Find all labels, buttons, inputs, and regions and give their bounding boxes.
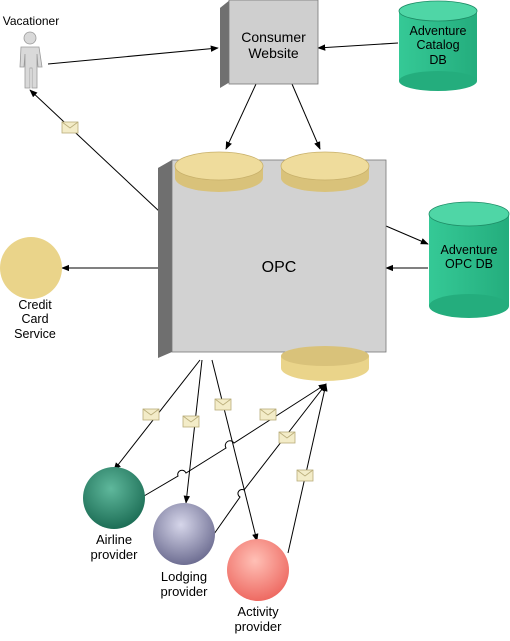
envelope-icon (259, 408, 277, 421)
adventure-catalog-db-label: Adventure Catalog DB (409, 24, 467, 67)
adventure-opc-db-label: Adventure OPC DB (440, 243, 498, 272)
airline-to-opc-arrow (143, 383, 327, 497)
envelope-icon (182, 415, 200, 428)
credit-card-service-label: Credit Card Service (14, 298, 56, 341)
credit-card-service-node (0, 237, 62, 299)
envelope-icon (214, 398, 232, 411)
lodging-provider-node (153, 503, 215, 565)
adventure-opc-db-node (428, 201, 510, 318)
activity-provider-node (227, 539, 289, 601)
activity-to-opc-arrow (287, 383, 328, 554)
lodging-provider-label: Lodging provider (160, 569, 208, 599)
opc-label: OPC (261, 259, 297, 276)
opc-to-activity-arrow (211, 359, 259, 542)
lodging-to-opc-arrow (213, 383, 327, 535)
vacationer-to-consumer-arrow (47, 45, 219, 65)
consumer-to-left-disc-arrow (225, 83, 257, 150)
opc-to-lodging-arrow (183, 359, 203, 504)
activity-provider-label: Activity provider (234, 604, 282, 634)
vacationer-actor (19, 31, 43, 89)
opc-node (158, 159, 387, 358)
consumer-website-node (220, 0, 319, 88)
envelope-icon (296, 469, 314, 482)
message-envelopes (61, 121, 314, 482)
person-icon (19, 31, 43, 89)
consumer-website-label: Consumer Website (241, 29, 306, 62)
envelope-icon (142, 408, 160, 421)
vacationer-label: Vacationer (2, 14, 60, 28)
opc-top-left-disc (174, 151, 264, 192)
airline-provider-label: Airline provider (90, 532, 138, 562)
opc-top-right-disc (280, 151, 370, 192)
opc-bottom-disc (281, 346, 369, 381)
envelope-icon (278, 431, 296, 444)
opc-to-opc-db-arrow (385, 225, 429, 245)
airline-provider-node (83, 467, 145, 529)
opc-to-vacationer-arrow (29, 89, 161, 213)
catalog-to-consumer-arrow (317, 42, 399, 51)
envelope-icon (61, 121, 79, 134)
consumer-to-right-disc-arrow (291, 83, 321, 150)
connectors (29, 42, 429, 554)
adventure-catalog-db-node (398, 0, 478, 91)
